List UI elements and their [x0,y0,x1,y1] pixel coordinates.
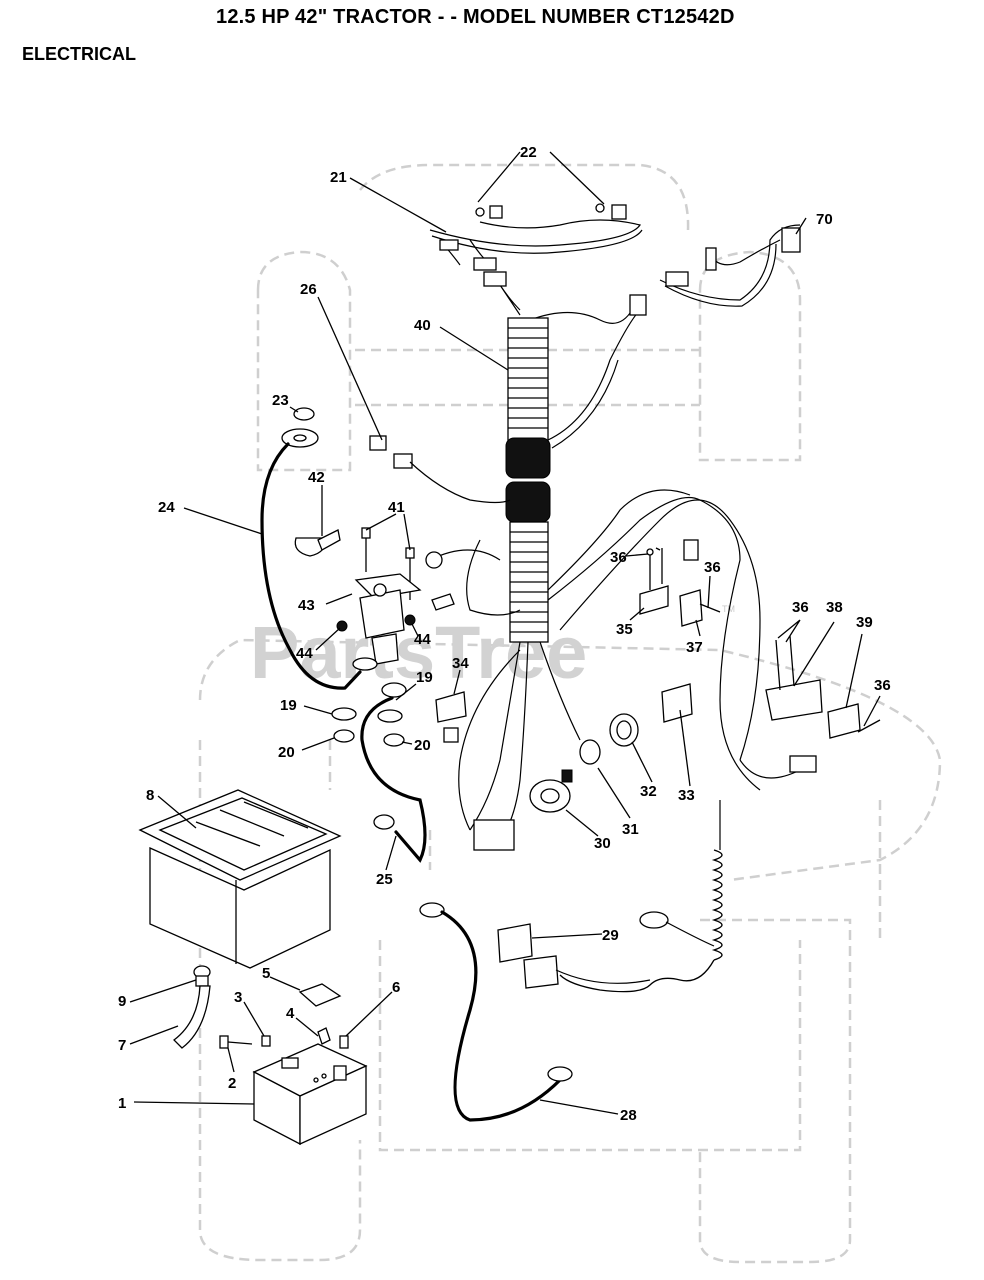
part-33-switch [661,683,693,723]
callout-26: 26 [300,281,317,298]
part-4-bolt [317,1027,331,1045]
callout-38: 38 [826,599,843,616]
section-heading: ELECTRICAL [22,44,136,64]
headlight-harness [429,203,643,271]
part-26-connector [369,435,511,504]
part-2-bolt [219,1035,253,1049]
part-32-bezel [609,713,639,747]
part-31-nut [579,739,601,765]
part-28-ring-terminal [419,902,445,918]
callout-44: 44 [414,631,431,648]
callout-5: 5 [262,965,270,982]
callout-2: 2 [228,1075,236,1092]
part-30-ignition-switch [529,769,573,813]
callout-20: 20 [278,744,295,761]
callout-23: 23 [272,392,289,409]
callout-36: 36 [704,559,721,576]
callout-34: 34 [452,655,469,672]
callout-42: 42 [308,469,325,486]
solenoid-assembly [336,527,455,665]
part-24-battery-cable [260,442,362,690]
diagram-title: 12.5 HP 42" TRACTOR - - MODEL NUMBER CT1… [216,6,735,28]
callout-4: 4 [286,1005,295,1022]
callout-9: 9 [118,993,126,1010]
part-34-switch [435,691,467,743]
callout-24: 24 [158,499,175,516]
callout-36: 36 [874,677,891,694]
conduit-sleeve [505,317,551,643]
callout-36: 36 [610,549,627,566]
callout-20: 20 [414,737,431,754]
callout-33: 33 [678,787,695,804]
callout-6: 6 [392,979,400,996]
part-7-vent-tube [173,985,211,1049]
callout-28: 28 [620,1107,637,1124]
part-38-bracket [765,635,823,721]
callout-31: 31 [622,821,639,838]
callout-30: 30 [594,835,611,852]
callout-36: 36 [792,599,809,616]
part-42-terminal-boot [294,529,341,557]
part-9-elbow [193,965,211,987]
callout-1: 1 [118,1095,126,1112]
part-29-module [497,911,715,989]
part-28-ground-cable [440,910,562,1122]
right-wire-harness [659,224,801,307]
main-wire-harness [429,271,817,993]
callout-19: 19 [416,669,433,686]
part-1-battery [252,1043,368,1146]
callout-40: 40 [414,317,431,334]
callout-44: 44 [296,645,313,662]
callout-3: 3 [234,989,242,1006]
watermark-tm: TM [722,604,735,614]
callout-19: 19 [280,697,297,714]
callout-25: 25 [376,871,393,888]
part-8-battery-tray [138,789,342,969]
callout-7: 7 [118,1037,126,1054]
callout-21: 21 [330,169,347,186]
callout-8: 8 [146,787,154,804]
callout-37: 37 [686,639,703,656]
part-6-nut [339,1035,349,1049]
part-5-pad [298,983,342,1007]
part-35-bracket [639,548,669,615]
callout-43: 43 [298,597,315,614]
callout-35: 35 [616,621,633,638]
tractor-ghost-outline [198,163,942,1264]
callout-29: 29 [602,927,619,944]
callout-41: 41 [388,499,405,516]
callout-70: 70 [816,211,833,228]
part-37-switch-bracket [679,539,721,627]
callout-39: 39 [856,614,873,631]
callout-labels: 22 21 70 26 40 23 42 24 41 43 44 44 34 1… [118,144,891,1124]
part-3-nut [261,1035,271,1047]
callout-32: 32 [640,783,657,800]
callout-22: 22 [520,144,537,161]
callout-leader-lines [129,151,881,1115]
part-25-cable [360,696,427,863]
part-39-relay [827,703,881,739]
part-23-washer [281,407,319,448]
